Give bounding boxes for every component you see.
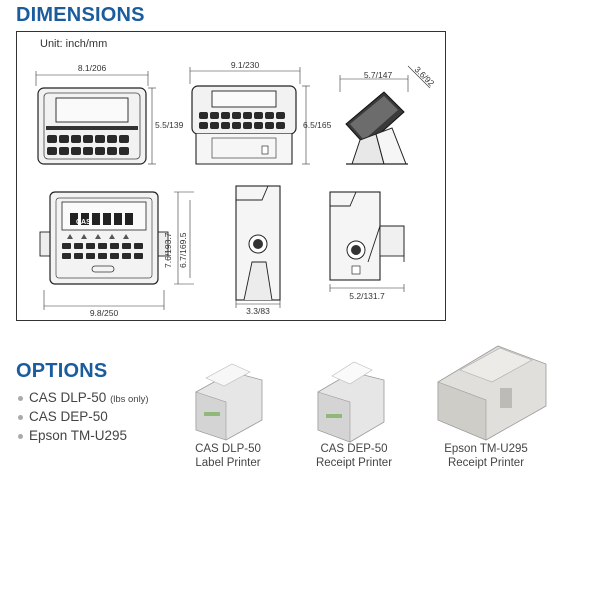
stand-view-drawing: [189, 67, 310, 165]
printer-caption-tmu295: Epson TM-U295 Receipt Printer: [434, 442, 538, 470]
option-item: CAS DLP-50 (lbs only): [18, 388, 149, 407]
option-item: Epson TM-U295: [18, 426, 149, 445]
wall-height-a-label: 7.6/193.7: [163, 232, 173, 268]
bracket-depth-label: 3.3/83: [246, 306, 270, 316]
wall-width-label: 9.8/250: [90, 308, 119, 318]
option-note: (lbs only): [110, 394, 149, 405]
stand-width-label: 9.1/230: [231, 60, 260, 70]
bullet-icon: [18, 414, 23, 420]
printer-model: CAS DEP-50: [320, 443, 388, 455]
printer-type: Receipt Printer: [447, 457, 525, 469]
angled-view-drawing: [339, 65, 431, 165]
bullet-icon: [18, 433, 23, 439]
option-name: Epson TM-U295: [29, 428, 128, 443]
angled-width-label: 5.7/147: [364, 70, 393, 80]
front-height-label: 5.5/139: [155, 120, 184, 130]
dimensions-heading: DIMENSIONS: [16, 4, 145, 26]
printer-model: CAS DLP-50: [195, 443, 261, 455]
stand-height-label: 6.5/165: [303, 120, 332, 130]
wall-front-drawing: [39, 191, 194, 310]
printer-caption-dep50: CAS DEP-50 Receipt Printer: [306, 442, 402, 470]
bracket-side-drawing: [235, 185, 281, 308]
angled-diag-label: 3.6/92: [413, 64, 437, 88]
wall-height-b-label: 6.7/169.5: [178, 232, 188, 268]
label-printer-image: [195, 363, 263, 441]
option-name: CAS DLP-50: [29, 390, 107, 405]
printer-caption-dlp50: CAS DLP-50 Label Printer: [180, 442, 276, 470]
display-brand-mark: CAS: [76, 219, 91, 226]
front-width-label: 8.1/206: [78, 63, 107, 73]
unit-label: Unit: inch/mm: [40, 38, 108, 50]
front-view-drawing: [35, 71, 156, 165]
epson-printer-image: [437, 345, 547, 441]
option-name: CAS DEP-50: [29, 409, 108, 424]
printer-type: Label Printer: [195, 457, 261, 469]
printer-model: Epson TM-U295: [444, 443, 528, 455]
printer-type: Receipt Printer: [315, 457, 393, 469]
mount-side-drawing: [329, 191, 405, 292]
mount-depth-label: 5.2/131.7: [349, 291, 385, 301]
receipt-printer-image: [317, 361, 385, 443]
option-item: CAS DEP-50: [18, 407, 149, 426]
options-heading: OPTIONS: [16, 360, 108, 382]
options-list: CAS DLP-50 (lbs only) CAS DEP-50 Epson T…: [18, 388, 149, 445]
bullet-icon: [18, 395, 23, 401]
